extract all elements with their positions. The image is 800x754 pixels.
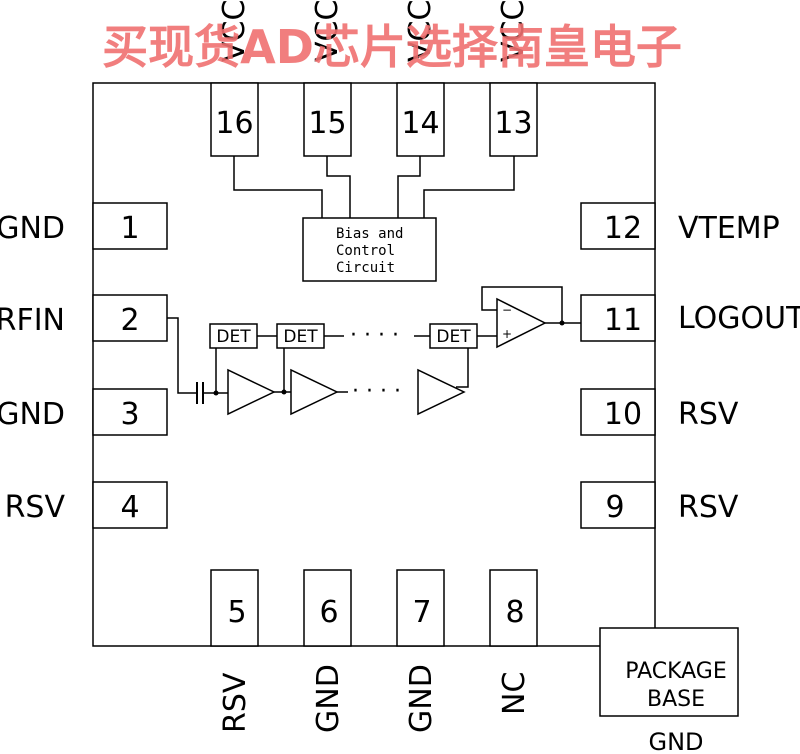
pin-9-pad [580,481,656,529]
pin-9-label: RSV [678,490,739,525]
wire-14-bias [397,156,421,218]
pin-3-number: 3 [120,397,139,432]
pin-3-pad [92,388,168,436]
pin-10-pad [580,388,656,436]
package-base-line2: BASE [647,687,705,712]
rfin-wire [167,317,197,394]
amp-stage-2 [290,368,339,416]
pin-16-pad [210,82,259,157]
node-dot-out [559,320,565,326]
pin-10-label: RSV [678,397,739,432]
pin-10-number: 10 [604,397,642,432]
pin-1-label: GND [0,211,65,246]
pin-5-pad [210,569,259,647]
pin-1-number: 1 [120,211,139,246]
opamp-minus: − [502,303,512,317]
pin-13-label: VCC [496,0,531,62]
bias-line3: Circuit [336,260,395,276]
pin-8-pad [489,569,538,647]
chip-body [92,82,656,647]
opamp-feedback [481,286,563,323]
package-base-line1: PACKAGE [625,659,727,684]
pin-14-pad [396,82,445,157]
pin-6-number: 6 [319,595,338,630]
pin-11-number: 11 [604,303,642,338]
wire-15-bias [326,156,351,218]
pin-7-number: 7 [412,595,431,630]
pin-14-label: VCC [403,0,438,62]
pin-6-pad [303,569,352,647]
pin-15-label: VCC [310,0,345,62]
pin-2-number: 2 [120,303,139,338]
opamp-plus: + [502,327,512,341]
pin-8-number: 8 [505,595,524,630]
pin-12-pad [580,202,656,250]
pin-13-number: 13 [494,106,532,141]
pin-7-pad [396,569,445,647]
pin-12-number: 12 [604,211,642,246]
det-n-block [429,323,478,349]
pin-12-label: VTEMP [678,211,780,246]
wire-16-bias [233,156,323,218]
pin-16-label: VCC [217,0,252,62]
pin-2-pad [92,294,168,342]
pin-16-number: 16 [215,106,253,141]
pin-5-number: 5 [227,595,246,630]
amp-stage-n [417,368,466,416]
package-base-gnd: GND [648,728,703,754]
det-n-label: DET [436,327,471,347]
det-chain-dots: · · · · [350,323,399,348]
pin-4-number: 4 [120,490,139,525]
pin-8-label: NC [497,672,532,715]
pin-4-label: RSV [5,490,66,525]
pin-9-number: 9 [605,490,624,525]
bias-line2: Control [336,243,395,259]
output-opamp [496,297,547,349]
pin-14-number: 14 [401,106,439,141]
det-2-block [276,323,325,349]
pin-11-label: LOGOUT [678,301,800,336]
det-2-label: DET [283,327,318,347]
amp-stage-1 [227,368,276,416]
pin-6-label: GND [311,664,346,733]
pin-7-label: GND [404,664,439,733]
pin-3-label: GND [0,397,65,432]
package-base-box [599,627,739,717]
watermark-text: 买现货AD芯片选择南皇电子 [102,20,682,74]
pin-15-number: 15 [308,106,346,141]
pin-5-label: RSV [218,672,253,733]
pin-1-pad [92,202,168,250]
pin-11-pad [580,294,656,342]
wire-13-bias [423,156,515,218]
det-1-label: DET [216,327,251,347]
det-1-block [209,323,258,349]
pin-2-label: RFIN [0,303,65,338]
amp-chain-dots: · · · · [352,379,401,404]
bias-line1: Bias and [336,226,403,242]
pin-4-pad [92,481,168,529]
bias-control-block [302,217,437,282]
ampn-to-detn [456,348,469,388]
